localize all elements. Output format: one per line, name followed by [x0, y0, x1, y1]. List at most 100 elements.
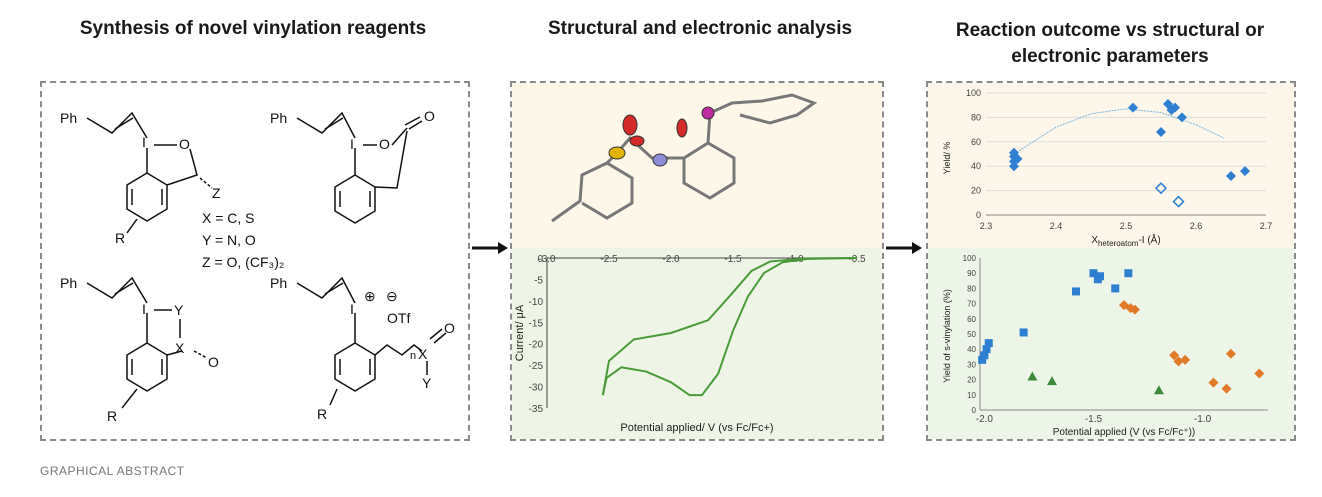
iodine-label-2: I — [350, 136, 354, 152]
dist-x-tick-label: 2.4 — [1050, 221, 1063, 231]
pot-point-diamond — [1169, 350, 1180, 361]
cv-chart: -3.0-2.5-2.0-1.5-1.0-0.50-5-10-15-20-25-… — [512, 248, 882, 439]
iodine-label-1: I — [142, 134, 146, 150]
oxygen-label-3: O — [424, 108, 435, 124]
r-label-2: R — [107, 408, 117, 424]
pot-point-triangle — [1027, 371, 1038, 381]
dist-point-filled — [1177, 112, 1187, 123]
pot-point-square — [980, 351, 989, 360]
pot-y-tick-label: 50 — [967, 330, 976, 339]
pot-y-tick-label: 30 — [967, 360, 976, 369]
pot-y-tick-label: 90 — [967, 269, 976, 278]
pot-point-diamond — [1129, 304, 1140, 315]
pot-x-tick-label: -2.0 — [976, 414, 994, 425]
y-definition: Y = N, O — [202, 232, 256, 248]
crystal-structure — [512, 83, 882, 248]
dist-x-axis-title: Xheteroatom-I (Å) — [1091, 233, 1160, 248]
cv-x-axis-title: Potential applied/ V (vs Fc/Fc+) — [620, 422, 773, 434]
pot-x-tick-label: -1.5 — [1085, 414, 1103, 425]
cv-y-tick-label: 0 — [537, 254, 543, 265]
oxygen-label-1: O — [179, 136, 190, 152]
dist-x-tick-label: 2.6 — [1190, 221, 1203, 231]
pot-point-diamond — [1254, 368, 1265, 379]
pot-point-square — [1019, 328, 1028, 337]
pot-y-tick-label: 0 — [972, 406, 977, 415]
iodine-label-3: I — [142, 301, 146, 317]
title-reaction-line2: electronic parameters — [1011, 46, 1209, 67]
pot-x-axis-title: Potential applied (V (vs Fc/Fc⁺)) — [1053, 427, 1196, 438]
y-label-1: Y — [174, 302, 184, 318]
pot-x-tick-label: -1.0 — [1194, 414, 1212, 425]
ph-label-4: Ph — [270, 275, 287, 291]
title-reaction-line1: Reaction outcome vs structural or — [955, 20, 1265, 41]
pot-point-square — [1124, 269, 1133, 278]
cv-y-tick-label: -20 — [529, 340, 544, 351]
oxygen-label-2: O — [379, 136, 390, 152]
dist-y-tick-label: 20 — [971, 186, 981, 196]
pot-point-triangle — [1153, 385, 1164, 395]
pot-point-square — [978, 355, 987, 364]
pot-point-square — [1111, 284, 1120, 293]
n-subscript: n — [410, 350, 416, 362]
dist-y-tick-label: 0 — [976, 210, 981, 220]
dist-point-filled — [1240, 166, 1250, 177]
dist-x-tick-label: 2.3 — [980, 221, 993, 231]
dist-y-tick-label: 100 — [966, 88, 981, 98]
graphical-abstract-label: GRAPHICAL ABSTRACT — [40, 464, 185, 478]
cv-x-tick-label: -0.5 — [848, 254, 866, 265]
dist-trendline — [1013, 108, 1225, 155]
pot-point-square — [1072, 287, 1080, 296]
dist-y-tick-label: 80 — [971, 112, 981, 122]
pot-point-triangle — [1047, 376, 1057, 386]
cv-y-axis-title: Current/ μA — [514, 304, 526, 361]
dist-y-tick-label: 40 — [971, 161, 981, 171]
pot-point-square — [1096, 272, 1104, 281]
otf-label: OTf — [387, 310, 410, 326]
title-synthesis: Synthesis of novel vinylation reagents — [79, 18, 427, 39]
z-definition: Z = O, (CF₃)₂ — [202, 254, 284, 270]
minus-charge: ⊖ — [386, 288, 398, 304]
arrow-1 — [472, 242, 508, 254]
pot-point-diamond — [1225, 348, 1236, 359]
dist-point-filled — [1226, 170, 1236, 181]
dist-x-tick-label: 2.7 — [1260, 221, 1273, 231]
pot-y-tick-label: 100 — [963, 254, 977, 263]
pot-point-diamond — [1173, 356, 1184, 367]
cv-y-tick-label: -10 — [529, 297, 544, 308]
pot-y-axis-title: Yield of s-vinylation (%) — [942, 289, 952, 383]
pot-point-square — [984, 339, 993, 348]
pot-y-tick-label: 10 — [967, 391, 976, 400]
y-label-2: Y — [422, 375, 432, 391]
pot-y-tick-label: 20 — [967, 376, 976, 385]
pot-point-square — [1089, 269, 1098, 278]
cv-y-tick-label: -35 — [529, 404, 544, 415]
x-label-2: X — [418, 346, 428, 362]
pot-y-tick-label: 80 — [967, 284, 976, 293]
title-analysis: Structural and electronic analysis — [547, 18, 853, 39]
cv-trace-2 — [601, 257, 858, 396]
cv-y-tick-label: -15 — [529, 318, 544, 329]
dist-point-filled — [1170, 102, 1180, 113]
dist-point-open — [1172, 195, 1185, 208]
iodine-label-4: I — [350, 301, 354, 317]
arrow-2 — [886, 242, 922, 254]
oxygen-label-4: O — [208, 354, 219, 370]
oxygen-label-5: O — [444, 320, 455, 336]
ph-label-3: Ph — [60, 275, 77, 291]
dist-y-axis-title: Yield/ % — [942, 142, 952, 175]
cv-y-tick-label: -30 — [529, 383, 544, 394]
dist-point-filled — [1012, 153, 1023, 164]
pot-y-tick-label: 70 — [967, 300, 976, 309]
synthesis-panel: Ph I O Z R X = C, S Y = N, O Z = O, (CF₃… — [40, 81, 470, 441]
reagent-structures: Ph I O Z R X = C, S Y = N, O Z = O, (CF₃… — [60, 108, 455, 424]
ph-label-2: Ph — [270, 110, 287, 126]
cv-x-tick-label: -2.5 — [600, 254, 618, 265]
yield-vs-potential-chart: -2.0-1.5-1.00102030405060708090100Potent… — [928, 248, 1294, 439]
plus-charge: ⊕ — [364, 288, 376, 304]
pot-point-diamond — [1221, 383, 1232, 394]
dist-point-filled — [1156, 127, 1166, 138]
r-label-3: R — [317, 406, 327, 422]
pot-point-square — [982, 345, 991, 354]
